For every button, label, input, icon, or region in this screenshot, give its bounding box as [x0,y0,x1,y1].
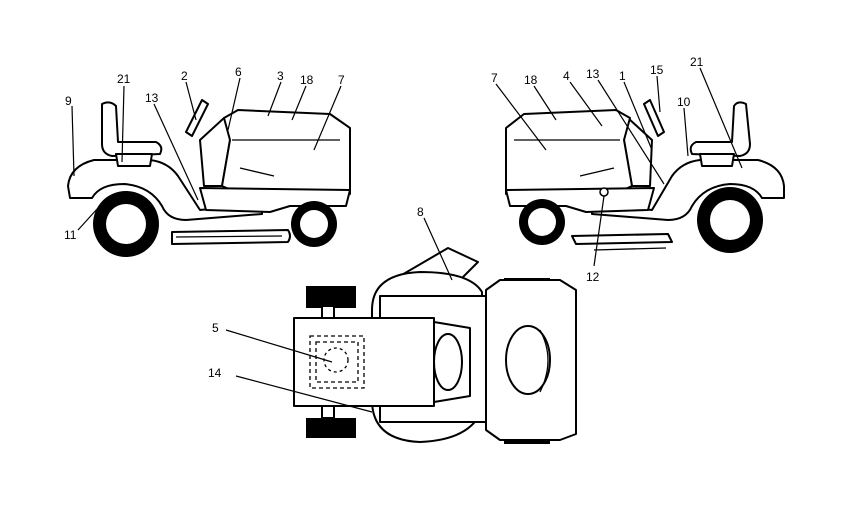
callout-1: 1 [619,69,626,83]
rear-fender-left [67,159,263,221]
steering-hub-top [505,325,551,395]
tractor-top-view [293,247,577,444]
steering-wheel-left [185,99,209,137]
mower-deck-right [571,233,673,245]
rear-fender-right [591,159,785,221]
callout-11: 11 [64,228,77,242]
callout-12: 12 [586,270,600,284]
hood-left [221,109,351,195]
callout-6: 6 [235,65,242,79]
callout-5: 5 [212,321,219,335]
callout-13-left: 13 [145,91,159,105]
seat-left [101,101,163,157]
tractor-left-side-view [67,99,351,257]
callout-18-right: 18 [524,73,538,87]
callout-15: 15 [650,63,664,77]
rear-wheel-top-a [306,286,356,308]
callout-18-left: 18 [300,73,314,87]
rear-wheel-top-b [306,418,356,438]
callout-labels: 9 21 2 6 3 18 7 13 11 7 18 4 13 1 15 21 … [64,55,704,380]
callout-3: 3 [277,69,284,83]
steering-wheel-right [643,99,665,137]
callout-4: 4 [563,69,570,83]
callout-9: 9 [65,94,72,108]
callout-21-right: 21 [690,55,704,69]
callout-7-right: 7 [491,71,498,85]
tractor-right-side-view [505,99,785,253]
callout-13-right: 13 [586,67,600,81]
callout-21-left: 21 [117,72,131,86]
seat-right [689,101,751,157]
callout-7-left: 7 [338,73,345,87]
leader-lines [71,67,743,413]
callout-14: 14 [208,366,222,380]
callout-2: 2 [181,69,188,83]
callout-8: 8 [417,205,424,219]
callout-10: 10 [677,95,691,109]
